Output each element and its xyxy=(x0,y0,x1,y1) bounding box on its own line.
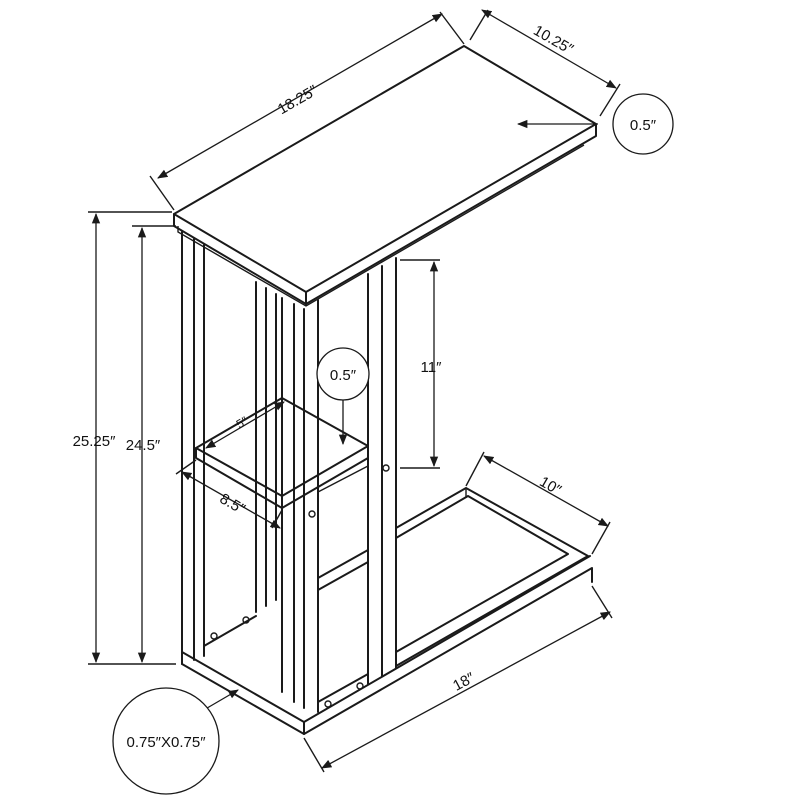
top-thickness-callout xyxy=(612,93,674,155)
dimension-lines xyxy=(88,9,621,773)
shelf-thickness-callout xyxy=(316,347,370,401)
frame-height-label: 24.5″ xyxy=(126,437,161,454)
shelf-thickness-label: 0.5″ xyxy=(330,367,357,384)
tube-size-label: 0.75″X0.75″ xyxy=(126,734,206,751)
top-thickness-label: 0.5″ xyxy=(630,117,657,134)
top-length-label: 18.25″ xyxy=(275,82,321,118)
metal-frame xyxy=(181,231,593,735)
shelf-gap-label: 11″ xyxy=(421,359,443,376)
tube-size-callout xyxy=(112,687,220,795)
total-height-label: 25.25″ xyxy=(73,433,117,450)
table-top xyxy=(173,45,597,307)
base-length-label: 18″ xyxy=(450,669,478,695)
base-depth-label: 10″ xyxy=(536,473,564,499)
top-depth-label: 10.25″ xyxy=(530,22,576,58)
